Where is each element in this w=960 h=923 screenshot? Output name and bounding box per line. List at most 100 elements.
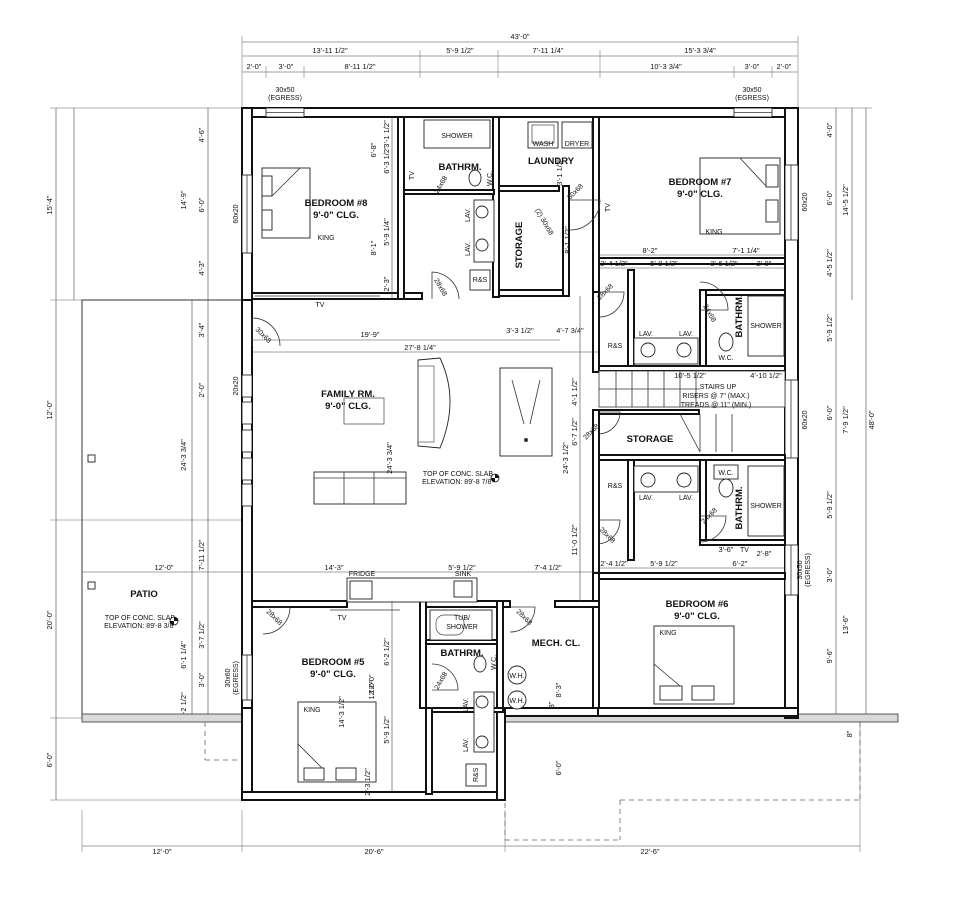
dim-l2-j: 6'-1 1/4" (179, 641, 188, 669)
dim-in-197: 19'-9" (360, 330, 379, 339)
dim-r-j: 13'-6" (841, 615, 850, 634)
window-egress-tl-label: (EGRESS) (268, 95, 302, 102)
window-egress-tl-size: 30x50 (275, 87, 294, 94)
bedroom-5-name: BEDROOM #5 (302, 657, 366, 668)
bath-rt-lav-2: LAV. (679, 331, 693, 338)
bedroom-8: KING BEDROOM #8 9'-0" CLG. TV TV (255, 167, 416, 309)
dim-r-d: 4'-5 1/2" (825, 249, 834, 277)
window-60x20-right: 60x20 (802, 192, 809, 211)
family-room-name: FAMILY RM. (321, 389, 375, 400)
dim-in-243c: 24'-3 1/2" (561, 442, 570, 474)
top-dimensions: 43'-0" 13'-11 1/2" 5'-9 1/2" 7'-11 1/4" … (241, 32, 799, 108)
window-egress-r-label: (EGRESS) (805, 553, 812, 587)
bathroom-bottom: TUB/ SHOWER BATHRM. W.C. LAV. LAV. R&S (429, 609, 498, 787)
dim-in-23b: 2'-3 1/2" (363, 768, 372, 796)
bath-b-wc: W.C. (491, 655, 498, 670)
bath-rb-lav-2: LAV. (679, 495, 693, 502)
dim-top-b: 5'-9 1/2" (446, 46, 474, 55)
dim-in-83: 8'-3" (554, 682, 563, 697)
dim-in-743: 7'-4 1/2" (534, 563, 562, 572)
sink-label: SINK (455, 571, 472, 578)
dim-bot-a: 12'-0" (152, 847, 171, 856)
dim-l2-b: 14'-9" (179, 190, 188, 209)
patio-label: PATIO (130, 589, 158, 600)
window-60x20-right-2: 60x20 (802, 410, 809, 429)
window-20x20: 20x20 (233, 376, 240, 395)
door-2868-f: 28x68 (515, 608, 534, 627)
storage-right-name: STORAGE (627, 434, 674, 445)
dim-in-243: 2'-4 1/2" (600, 259, 628, 268)
dim-r-c: 14'-5 1/2" (841, 184, 850, 216)
door-2468-c: 24x68 (434, 671, 450, 691)
bath-b-tub-2: SHOWER (446, 624, 478, 631)
bath8-tv: TV (409, 171, 416, 180)
laundry-name: LAUNDRY (528, 156, 575, 167)
storage-left-name: STORAGE (514, 222, 525, 269)
fridge-label: FRIDGE (349, 571, 376, 578)
dim-in-4105: 4'-10 1/2" (750, 371, 782, 380)
door-2-3068: (2) 30x68 (533, 208, 554, 237)
door-2868-a: 28x68 (432, 278, 448, 298)
dim-in-3312: 3'-3 1/2" (506, 326, 534, 335)
bath-rt-wc: W.C. (718, 355, 733, 362)
dim-r-a: 4'-0" (825, 122, 834, 137)
bath-top-wc: W.C. (487, 171, 494, 186)
dim-in-595b: 5'-9 1/2" (382, 716, 391, 744)
dim-in-632b: 6'-7 1/2" (570, 418, 579, 446)
water-heater-1: W.H. (509, 673, 524, 680)
bath-rb-wc: W.C. (718, 470, 733, 477)
slab-note-1-line1: TOP OF CONC. SLAB (423, 471, 493, 478)
bath-rt-shower: SHOWER (750, 323, 782, 330)
dim-in-28b: 2'-8" (757, 549, 772, 558)
family-room-ceiling: 9'-0" CLG. (325, 401, 371, 412)
laundry: WASH DRYER LAUNDRY STORAGE TV (514, 121, 612, 269)
bedroom-6-bed: KING (659, 630, 676, 637)
dim-in-412: 4'-1 1/2" (570, 378, 579, 406)
dim-l2-h: 7'-11 1/2" (197, 539, 206, 570)
bedroom-6-name: BEDROOM #6 (666, 599, 729, 610)
dim-in-62: 6'-2" (733, 559, 748, 568)
dim-top2-f: 2'-0" (777, 62, 792, 71)
stairs-line-3: TREADS @ 11" (MIN.) (681, 402, 752, 409)
dim-top2-a: 2'-0" (247, 62, 262, 71)
stairs-line-1: STAIRS UP (700, 384, 737, 391)
dim-top2-c: 8'-11 1/2" (344, 62, 375, 71)
bedroom-8-bed: KING (317, 235, 334, 242)
dim-bot-c: 22'-6" (640, 847, 659, 856)
dim-r-e: 5'-9 1/2" (825, 314, 834, 342)
dim-in-243d: 24'-3 3/4" (385, 442, 394, 474)
dim-in-81: 8'-1" (369, 240, 378, 255)
dim-in-1102: 11'-0 1/2" (570, 524, 579, 555)
dim-in-1205: 12'-0" (367, 674, 376, 693)
dim-l2-i: 3'-7 1/2" (197, 621, 206, 649)
dim-r-i: 3'-0" (825, 567, 834, 582)
dim-l2-k: 3'-0" (197, 672, 206, 687)
bathroom-right-bottom: LAV. LAV. R&S SHOWER W.C. BATHRM. TV (608, 464, 785, 554)
door-3068-a: 30x68 (254, 326, 273, 345)
bedroom-8-ceiling: 9'-0" CLG. (313, 210, 359, 221)
dim-right-total: 48'-0" (867, 410, 876, 429)
dim-in-1052: 10'-5 1/2" (674, 371, 706, 380)
bath-rb-shower: SHOWER (750, 503, 782, 510)
bedroom-6: KING BEDROOM #6 9'-0" CLG. (653, 599, 735, 705)
bedroom-5: TV BEDROOM #5 9'-0" CLG. KING (297, 609, 400, 783)
stairs-line-2: RISERS @ 7" (MAX.) (682, 393, 749, 400)
dim-in-82: 8'-2" (643, 246, 658, 255)
dim-in-36: 3'-6" (719, 545, 734, 554)
left-dimensions: 15'-4" 12'-0" 20'-0" 6'-0" 4'-6" 14'-9" … (45, 107, 242, 801)
dim-in-632: 6'-3 1/2" (382, 146, 391, 174)
dim-left-c: 20'-0" (45, 610, 54, 629)
dim-in-6b: 6'-0" (554, 760, 563, 775)
dim-in-593: 5'-9 1/2" (448, 563, 476, 572)
bath-b-lav-2: LAV. (463, 738, 470, 752)
dim-top-total: 43'-0" (510, 32, 529, 41)
dim-in-62b: 6'-2 1/2" (382, 638, 391, 666)
family-room: FAMILY RM. 9'-0" CLG. TOP OF CONC. SLAB … (313, 357, 553, 603)
dim-top-a: 13'-11 1/2" (312, 46, 348, 55)
window-60x20-left: 60x20 (233, 204, 240, 223)
bath-rt-lav-1: LAV. (639, 331, 653, 338)
water-heater-2: W.H. (509, 698, 524, 705)
dim-r-g: 6'-0" (825, 405, 834, 420)
bedroom-8-name: BEDROOM #8 (305, 198, 368, 209)
dim-l2-e: 3'-4" (197, 322, 206, 337)
